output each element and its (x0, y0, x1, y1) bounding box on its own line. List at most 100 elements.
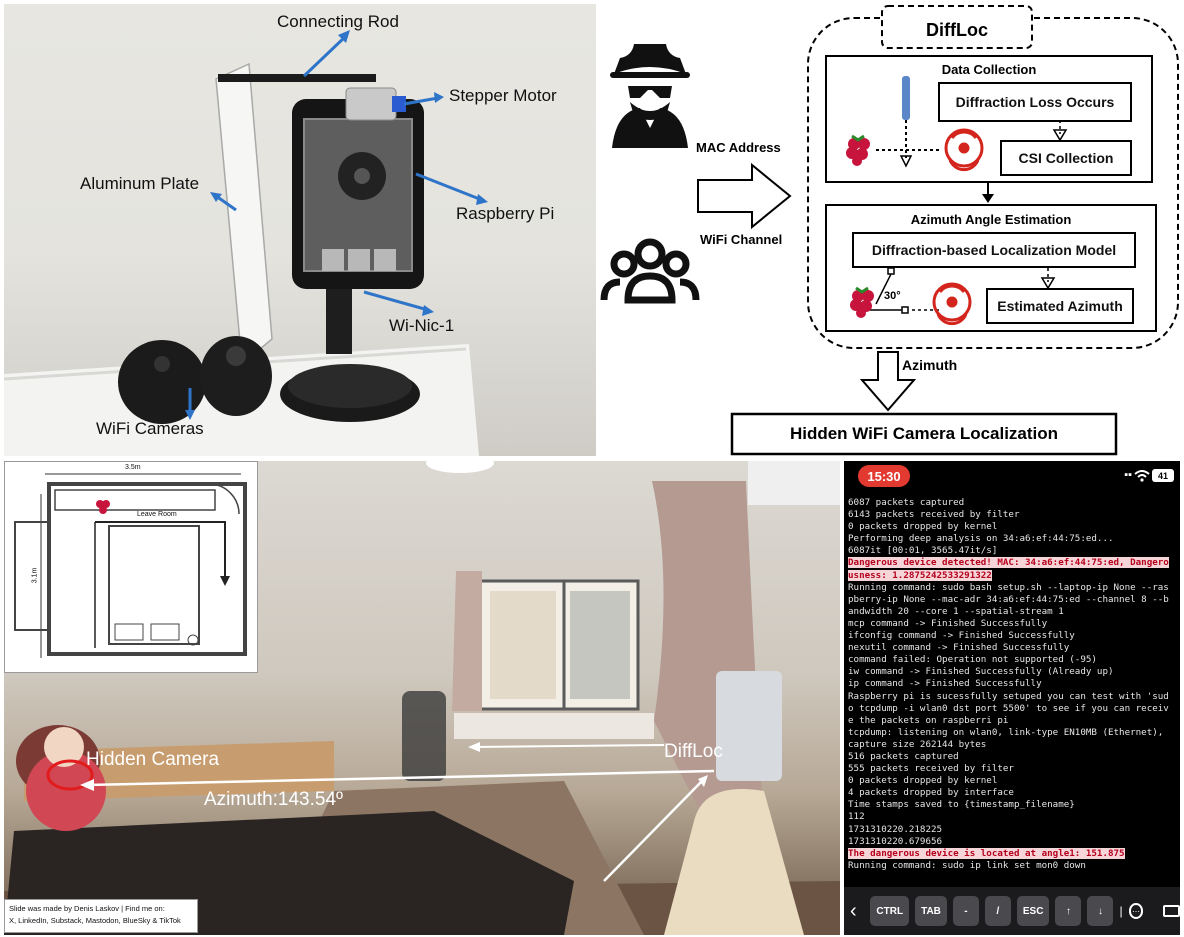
users-icon (600, 238, 700, 304)
raspberry-pi-icon (846, 134, 870, 166)
terminal-line: nexutil command -> Finished Successfully (848, 642, 1070, 654)
terminal-line: 0 packets dropped by kernel (848, 521, 998, 533)
terminal-line: capture size 262144 bytes (848, 738, 987, 750)
estimated-azimuth-box: Estimated Azimuth (986, 288, 1134, 324)
stepper-motor-label: Stepper Motor (449, 86, 557, 105)
connecting-rod (218, 74, 376, 82)
key-button[interactable]: ESC (1016, 896, 1050, 926)
data-collection-title: Data Collection (941, 62, 1037, 77)
azimuth-arrow-label: Azimuth (902, 357, 958, 373)
clock: 15:30 (858, 465, 910, 487)
terminal-line: Running command: sudo bash setup.sh --la… (848, 581, 1169, 593)
signal-icon: ▪▪ (1124, 469, 1132, 481)
aluminum-plate (215, 62, 273, 366)
raspberry-pi-icon-2 (850, 286, 874, 318)
key-button[interactable]: CTRL (870, 896, 910, 926)
terminal-line: 6087 packets captured (848, 497, 965, 508)
floorplan-drawing (14, 473, 247, 658)
terminal-line: 1731310220.679656 (848, 835, 943, 847)
raspberry-pi-label: Raspberry Pi (456, 204, 555, 223)
terminal-line: 555 packets received by filter (848, 763, 1014, 775)
highlighted-text: usness: 1.2875242533291322 (848, 569, 992, 581)
wifi-icon (1134, 470, 1150, 482)
mac-address-label: MAC Address (696, 140, 781, 155)
highlighted-text: The dangerous device is located at angle… (848, 847, 1125, 859)
terminal-line: mcp command -> Finished Successfully (848, 617, 1048, 629)
wi-nic-label: Wi-Nic-1 (389, 316, 455, 335)
back-icon[interactable]: ‹ (850, 899, 857, 922)
localization-model-box: Diffraction-based Localization Model (852, 232, 1136, 268)
wifi-channel-label: WiFi Channel (700, 232, 783, 247)
credit-line-2: X, LinkedIn, Substack, Mastodon, BlueSky… (9, 916, 181, 925)
terminal-line: 6087it [00:01, 3565.47it/s] (848, 545, 998, 557)
terminal-line: pberry-ip None --mac-adr 34:a6:ef:44:75:… (848, 593, 1169, 605)
terminal-line: Running command: sudo ip link set mon0 d… (848, 859, 1086, 871)
stepper-motor (345, 87, 397, 121)
angle-label: 30° (884, 290, 901, 302)
aluminum-plate-icon (902, 76, 910, 120)
azimuth-box (825, 204, 1157, 332)
final-label: Hidden WiFi Camera Localization (789, 424, 1059, 443)
diagram-shapes (600, 5, 1179, 456)
status-bar: 15:30 ▪▪ 41 (844, 461, 1180, 491)
wifi-camera-2 (200, 336, 272, 416)
hardware-photo: Connecting Rod Stepper Motor Aluminum Pl… (4, 4, 596, 456)
terminal-line: tcpdump: listening on wlan0, link-type E… (848, 726, 1164, 738)
terminal-line: ip command -> Finished Successfully (848, 678, 1042, 690)
terminal-line: andwidth 20 --core 1 --spatial-stream 1 (848, 605, 1064, 617)
key-button[interactable]: ↓ (1087, 896, 1114, 926)
azimuth-estimation-title: Azimuth Angle Estimation (910, 212, 1072, 227)
diffloc-label: DiffLoc (664, 741, 723, 762)
terminal-line: command failed: Operation not supported … (848, 654, 1097, 666)
highlighted-text: Dangerous device detected! MAC: 34:a6:ef… (848, 557, 1169, 569)
aluminum-plate-label: Aluminum Plate (80, 174, 200, 193)
terminal-line: e the packets on raspberri pi (848, 714, 1009, 726)
wifi-signal-icon-1 (944, 128, 984, 172)
terminal-line: 4 packets dropped by interface (848, 787, 1014, 799)
azimuth-label: Azimuth:143.54º (204, 789, 343, 810)
room-photo: 3.5m 3.1m Leave Room Hidden Camera Azimu… (4, 461, 840, 935)
diffloc-title-box (881, 5, 1033, 49)
key-button[interactable]: ↑ (1055, 896, 1082, 926)
key-button[interactable]: - (952, 896, 979, 926)
terminal-line: Performing deep analysis on 34:a6:ef:44:… (848, 533, 1114, 545)
floorplan-height: 3.1m (31, 567, 39, 584)
input-arrow (697, 162, 792, 230)
floorplan-width: 3.5m (125, 464, 141, 471)
wifi-camera-1 (118, 340, 206, 424)
output-arrow (859, 351, 917, 412)
keyboard-icon[interactable] (1163, 905, 1180, 917)
terminal-line: Raspberry pi is sucessfully setuped you … (848, 690, 1169, 702)
key-button[interactable]: TAB (915, 896, 947, 926)
terminal-line: iw command -> Finished Successfully (Alr… (848, 666, 1114, 678)
terminal-line: Time stamps saved to {timestamp_filename… (848, 799, 1075, 811)
wifi-cameras-label: WiFi Cameras (96, 419, 204, 438)
floorplan-pi-icon (96, 500, 110, 514)
terminal-line: 0 packets dropped by kernel (848, 775, 998, 787)
terminal-line: 1731310220.218225 (848, 823, 943, 835)
floorplan-leave-label: Leave Room (137, 511, 177, 518)
terminal-line: 516 packets captured (848, 750, 959, 762)
room-illustration (4, 461, 840, 935)
key-button[interactable]: / (984, 896, 1011, 926)
credit-line-1: Slide was made by Denis Laskov | Find me… (9, 904, 165, 913)
attacker-icon (610, 44, 690, 148)
hidden-camera-label: Hidden Camera (86, 749, 220, 770)
terminal-line: 6143 packets received by filter (848, 509, 1020, 521)
terminal-line: o tcpdump -i wlan0 dst port 5500' to see… (848, 702, 1169, 714)
hardware-illustration (4, 30, 488, 456)
diffloc-title: DiffLoc (926, 20, 988, 40)
terminal-line: ifconfig command -> Finished Successfull… (848, 630, 1075, 642)
terminal-line: Dangerous device detected! MAC: 34:a6:ef… (844, 557, 1180, 569)
battery-icon: 41 (1152, 469, 1174, 482)
wifi-signal-icon-2 (932, 282, 972, 326)
terminal-line: usness: 1.2875242533291322 (844, 569, 1180, 582)
terminal-line: 112 (848, 811, 865, 823)
diffloc-diagram: DiffLoc MAC Address WiFi Channel Data Co… (600, 0, 1184, 458)
more-icon[interactable]: ⋯ (1128, 903, 1144, 919)
divider: | (1119, 904, 1123, 918)
